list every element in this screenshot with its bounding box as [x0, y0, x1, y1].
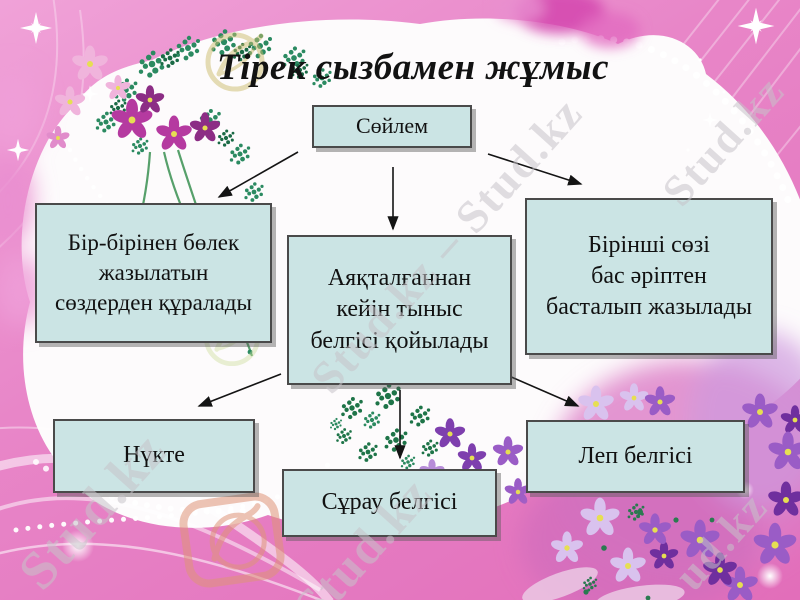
- watermark-text-bottom-right: ud.kz: [664, 481, 778, 600]
- node-exclamation-mark: Леп белгісі: [526, 420, 745, 493]
- node-question-mark: Сұрау белгісі: [282, 469, 497, 537]
- node-punctuation-at-end: Аяқталғаннан кейін тыныс белгісі қойылад…: [287, 235, 512, 385]
- slide-title: Тірек сызбамен жұмыс: [216, 47, 610, 88]
- arrow-middle-to-bottom-right: [508, 375, 580, 407]
- node-capital-letter: Бірінші сөзі бас әріптен басталып жазыла…: [525, 198, 773, 355]
- arrow-root-to-left: [217, 151, 299, 198]
- arrow-middle-to-bottom-left: [197, 373, 282, 407]
- node-sentence: Сөйлем: [312, 105, 472, 148]
- arrow-root-to-right: [487, 153, 583, 186]
- top-magenta-flower-blur: [495, 0, 640, 48]
- node-separate-words: Бір-бірінен бөлек жазылатын сөздерден құ…: [35, 203, 272, 343]
- node-period: Нүкте: [53, 419, 255, 493]
